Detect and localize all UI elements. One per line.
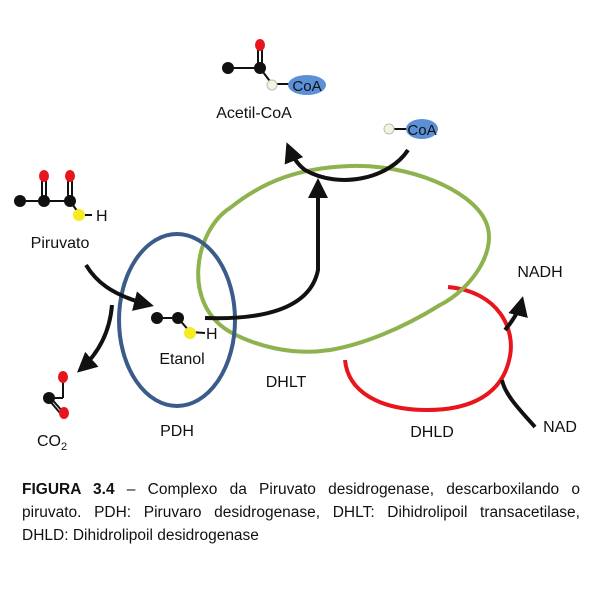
coa-right-bubble <box>406 119 438 139</box>
nad-arrow <box>500 379 537 429</box>
piruvato-to-etanol-arrow <box>84 263 154 311</box>
nadh-label: NADH <box>517 264 562 281</box>
acetyl-coa-label: Acetil-CoA <box>216 105 292 122</box>
caption-dash: – <box>114 481 148 498</box>
etanol-h-label: H <box>206 326 218 343</box>
nadh-arrow <box>503 296 528 332</box>
co2-label: CO2 <box>37 433 67 453</box>
etanol-to-dhlt-arrow <box>204 178 328 321</box>
dhlt-ring <box>196 163 491 354</box>
piruvato-molecule: H <box>14 170 108 225</box>
etanol-molecule: H <box>151 312 218 343</box>
acetyl-coa-release-arrow <box>284 142 410 182</box>
piruvato-h-label: H <box>96 208 108 225</box>
acetyl-coa-molecule: CoA <box>222 39 326 95</box>
coa-molecule: CoA <box>383 119 438 139</box>
pdh-label: PDH <box>160 423 194 440</box>
dhld-ring <box>343 285 513 413</box>
figure-label: FIGURA 3.4 <box>22 481 115 498</box>
coa-top-bubble <box>288 75 326 95</box>
caption-text: Complexo da Piruvato desidrogenase, desc… <box>22 481 580 544</box>
co2-release-arrow <box>77 304 114 373</box>
nad-label: NAD <box>543 419 577 436</box>
dhld-label: DHLD <box>410 424 454 441</box>
co2-molecule <box>43 371 69 419</box>
etanol-label: Etanol <box>159 351 204 368</box>
coa-top-label: CoA <box>292 78 321 95</box>
piruvato-label: Piruvato <box>31 235 90 252</box>
figure-caption: FIGURA 3.4 – Complexo da Piruvato desidr… <box>22 478 580 547</box>
pyruvate-dehydrogenase-diagram: CoA Acetil-CoA CoA H Piruvato H Etanol <box>14 39 577 453</box>
coa-right-label: CoA <box>407 122 436 139</box>
dhlt-label: DHLT <box>266 374 307 391</box>
pdh-ring <box>117 232 237 408</box>
